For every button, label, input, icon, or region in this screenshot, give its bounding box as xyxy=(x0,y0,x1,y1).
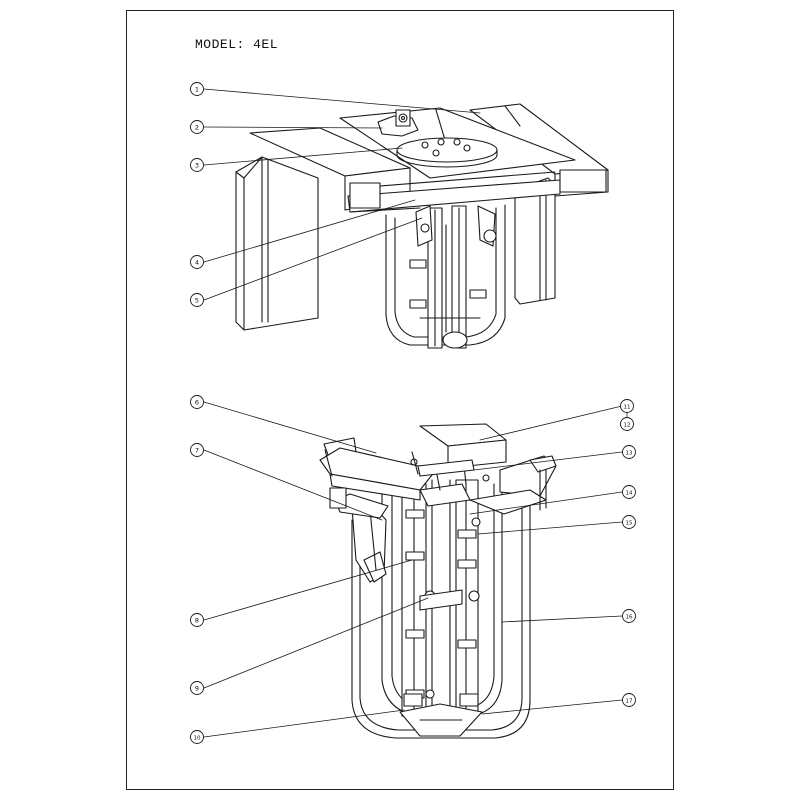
svg-text:16: 16 xyxy=(626,615,633,621)
callout-7: 7 xyxy=(190,443,204,457)
callout-4: 4 xyxy=(190,255,204,269)
svg-text:15: 15 xyxy=(626,521,633,527)
callout-15: 15 xyxy=(622,515,636,529)
svg-text:4: 4 xyxy=(195,259,199,267)
leader-lines xyxy=(203,88,628,738)
top-assembly xyxy=(235,103,609,349)
right-fork-plate xyxy=(514,177,556,305)
callout-16: 16 xyxy=(622,609,636,623)
central-rails xyxy=(401,479,479,717)
left-fork-plate xyxy=(235,156,319,331)
svg-text:17: 17 xyxy=(626,699,633,705)
model-title: MODEL: 4EL xyxy=(195,37,279,52)
callout-13: 13 xyxy=(622,445,636,459)
callout-1: 1 xyxy=(190,82,204,96)
top-inner-cage xyxy=(385,204,506,349)
callout-9: 9 xyxy=(190,681,204,695)
callouts: 1 2 3 4 5 6 7 8 9 10 11 12 13 14 15 16 1… xyxy=(190,82,636,744)
rotator-disc xyxy=(396,137,498,168)
callout-5: 5 xyxy=(190,293,204,307)
svg-text:7: 7 xyxy=(195,447,199,455)
svg-text:14: 14 xyxy=(626,491,633,497)
svg-text:1: 1 xyxy=(195,86,199,94)
bottom-pad xyxy=(399,693,483,737)
left-side-arm xyxy=(351,503,387,583)
svg-text:10: 10 xyxy=(194,736,201,742)
svg-text:5: 5 xyxy=(195,297,199,305)
callout-2: 2 xyxy=(190,120,204,134)
svg-text:13: 13 xyxy=(626,451,633,457)
svg-text:9: 9 xyxy=(195,685,199,693)
svg-text:3: 3 xyxy=(195,162,199,170)
callout-12: 12 xyxy=(620,417,634,431)
top-clamp-frame xyxy=(319,423,557,519)
callout-11: 11 xyxy=(620,399,634,413)
svg-text:11: 11 xyxy=(624,405,631,411)
svg-text:8: 8 xyxy=(195,617,199,625)
callout-8: 8 xyxy=(190,613,204,627)
callout-14: 14 xyxy=(622,485,636,499)
bottom-assembly xyxy=(319,423,557,739)
callout-10: 10 xyxy=(190,730,204,744)
svg-text:12: 12 xyxy=(624,423,631,429)
callout-6: 6 xyxy=(190,395,204,409)
mid-crossbar xyxy=(419,589,463,611)
svg-text:2: 2 xyxy=(195,124,199,132)
callout-3: 3 xyxy=(190,158,204,172)
svg-text:6: 6 xyxy=(195,399,199,407)
hook-bracket xyxy=(377,109,419,137)
callout-17: 17 xyxy=(622,693,636,707)
